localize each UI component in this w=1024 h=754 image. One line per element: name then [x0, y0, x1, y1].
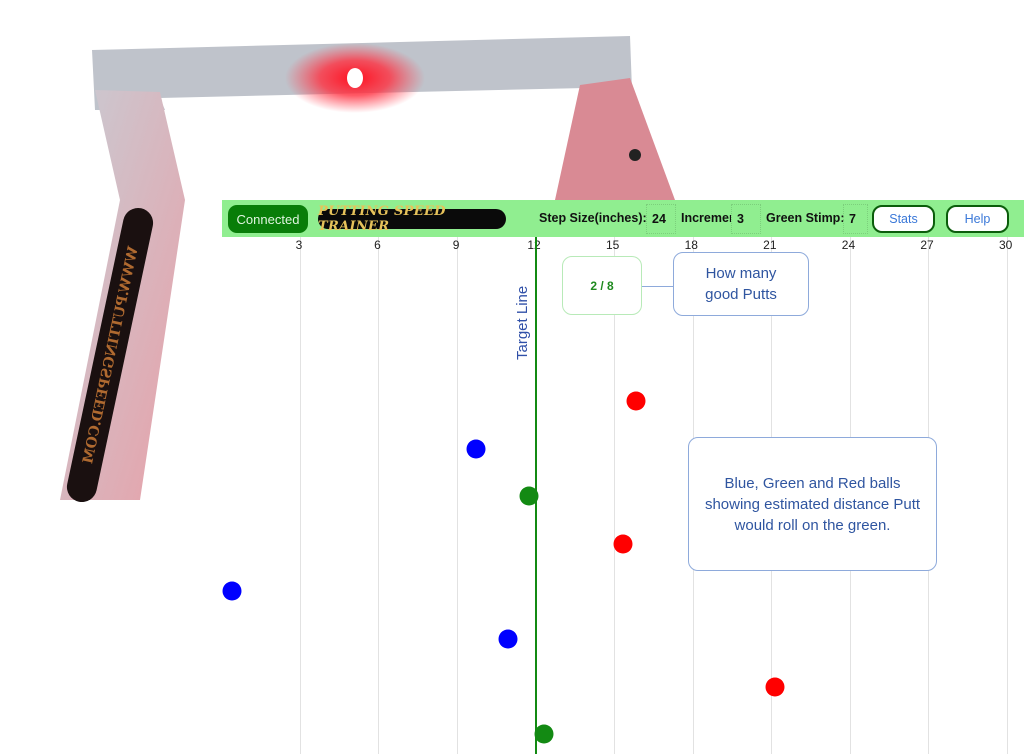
help-button[interactable]: Help — [946, 205, 1009, 233]
axis-tick-label: 12 — [527, 238, 541, 252]
red-ball — [765, 677, 785, 697]
green-stimp-input[interactable]: 7 — [843, 204, 868, 234]
top-toolbar: Connected PUTTING SPEED TRAINER Step Siz… — [222, 200, 1024, 237]
grid-line — [299, 237, 301, 754]
green-stimp-label: Green Stimp: — [766, 211, 845, 225]
axis-tick-label: 27 — [920, 238, 934, 252]
increment-input[interactable]: 3 — [731, 204, 761, 234]
grid-line — [378, 237, 380, 754]
axis-tick-label: 3 — [295, 238, 303, 252]
blue-ball — [498, 629, 518, 649]
axis-tick-label: 24 — [841, 238, 856, 252]
app-title-logo: PUTTING SPEED TRAINER — [318, 204, 506, 234]
axis-tick-label: 18 — [684, 238, 698, 252]
green-ball — [534, 724, 554, 744]
balls-annotation: Blue, Green and Red balls showing estima… — [688, 437, 937, 571]
axis-tick-label: 21 — [763, 238, 777, 252]
putting-gate-device-photo: WWW.PUTTINGSPEED.COM — [60, 36, 675, 503]
step-size-label: Step Size(inches): — [539, 211, 647, 225]
axis-tick-label: 6 — [374, 238, 381, 252]
grid-line — [456, 237, 458, 754]
red-ball — [613, 534, 633, 554]
blue-ball — [466, 439, 486, 459]
good-putts-score: 2 / 8 — [562, 256, 642, 315]
connection-status-button[interactable]: Connected — [228, 205, 308, 233]
step-size-input[interactable]: 24 — [646, 204, 676, 234]
putting-app: Connected PUTTING SPEED TRAINER Step Siz… — [222, 200, 1024, 754]
target-line-label: Target Line — [514, 285, 531, 360]
axis-tick-label: 30 — [998, 238, 1013, 252]
grid-line — [1007, 237, 1008, 754]
axis-tick-label: 15 — [605, 238, 620, 252]
increment-label: Incremer — [681, 211, 731, 225]
axis-tick-label: 9 — [452, 238, 460, 252]
callout-connector — [641, 286, 673, 287]
red-ball — [626, 391, 646, 411]
green-ball — [519, 486, 539, 506]
stats-button[interactable]: Stats — [872, 205, 935, 233]
blue-ball — [222, 581, 242, 601]
score-annotation: How many good Putts — [673, 252, 809, 316]
grid-line — [614, 237, 615, 754]
